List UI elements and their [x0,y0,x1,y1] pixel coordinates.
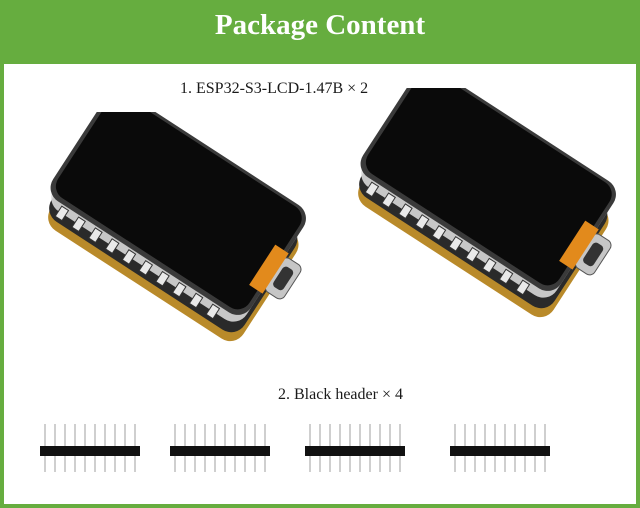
item-label-headers: 2. Black header × 4 [278,386,403,403]
item-label-boards: 1. ESP32-S3-LCD-1.47B × 2 [180,80,369,97]
title-banner: Package Content [0,0,640,64]
esp32-board-image-1 [48,112,306,342]
black-header-image-4 [450,424,550,472]
page-title: Package Content [214,9,426,41]
esp32-board-image-2 [358,88,616,318]
black-header-image-3 [305,424,405,472]
black-header-image-1 [40,424,140,472]
black-header-image-2 [170,424,270,472]
